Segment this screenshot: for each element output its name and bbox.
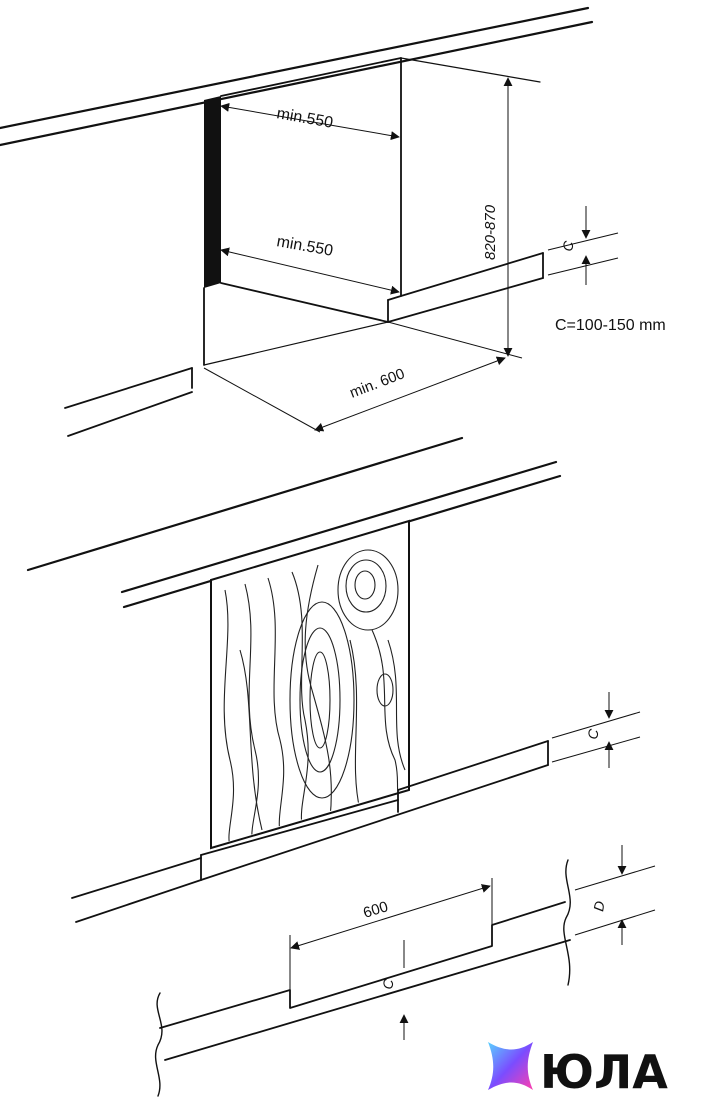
middle-panel-drawing [26,436,562,923]
middle-dimensions: C [551,692,641,768]
dim-plinth-c: C [559,239,577,253]
yula-logo: ЮЛА [488,1042,668,1099]
dim-width-upper: min.550 [275,105,334,132]
plinth-note: C=100-150 mm [555,317,666,334]
top-niche-drawing [0,6,594,437]
yula-logo-mark-icon [488,1042,533,1090]
dim-cut-width: 600 [361,898,390,922]
dim-width-lower: min.550 [275,233,334,260]
dim-d: D [590,900,608,913]
left-cabinet-panel [204,96,221,288]
wood-grain-texture [223,549,406,846]
bottom-dimensions: 600 C D [289,845,656,1040]
dim-height: 820-870 [482,204,499,260]
dim-cut-depth-c: C [379,977,397,991]
dim-depth: min. 600 [347,365,407,401]
yula-logo-text: ЮЛА [540,1045,668,1099]
top-dimensions: min.550 min.550 820-870 min. 600 C C=100… [203,77,666,433]
dim-plinth-c-middle: C [584,727,602,741]
bottom-plinth-drawing [154,859,571,1097]
